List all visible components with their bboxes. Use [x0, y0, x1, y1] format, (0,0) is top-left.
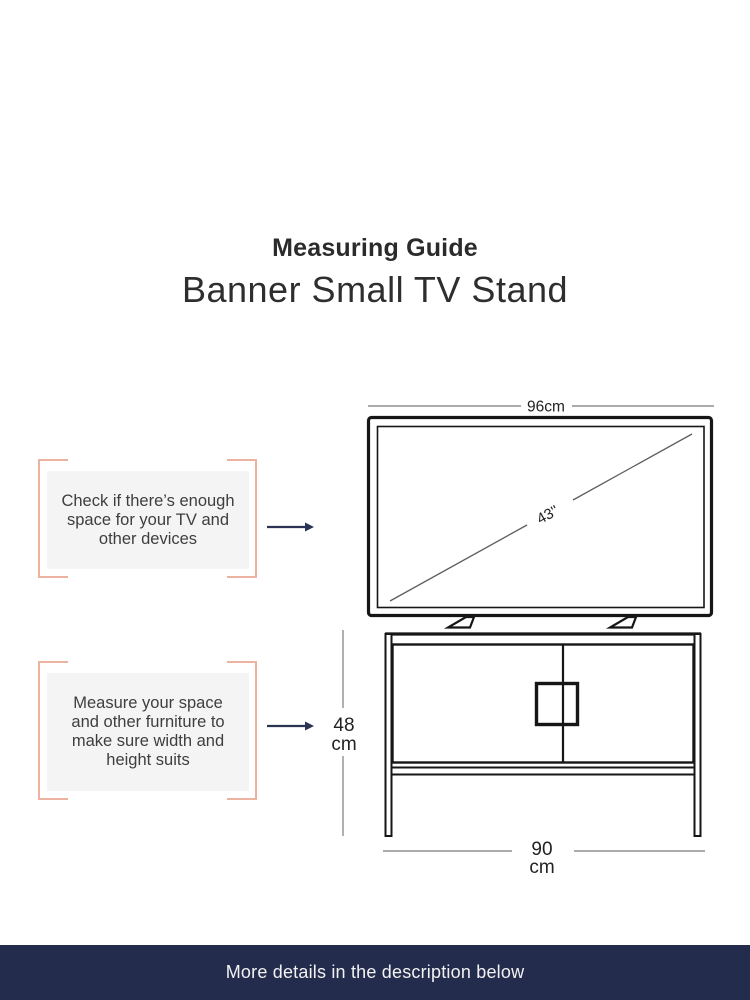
- stand-rail: [390, 766, 696, 776]
- cabinet-handle: [534, 681, 580, 727]
- footer-note: More details in the description below: [225, 962, 525, 982]
- tv-width-dimension: 96cm: [368, 399, 714, 416]
- callout-tv-space: Check if there’s enough space for your T…: [38, 459, 257, 578]
- callout-arrow-bottom: [267, 721, 314, 731]
- callout-text-line: height suits: [106, 751, 190, 769]
- tv-outline: 43'': [366, 415, 714, 629]
- footer-bar: More details in the description below: [0, 945, 750, 1000]
- stand-width-unit: cm: [529, 857, 554, 878]
- stand-leg-left: [384, 633, 393, 837]
- tv-diagonal-line: [389, 524, 528, 602]
- callout-text-line: Check if there’s enough: [61, 491, 235, 510]
- tv-foot-right: [605, 615, 638, 629]
- callout-text-line: other devices: [98, 529, 198, 548]
- page-title: Measuring Guide: [272, 234, 478, 262]
- callout-text-line: and other furniture to: [71, 713, 225, 731]
- callout-arrow-top: [267, 522, 314, 532]
- stand-height-unit: cm: [331, 734, 356, 755]
- tv-stand-outline: [384, 632, 702, 837]
- stand-leg-right: [693, 633, 702, 837]
- callout-text-line: make sure width and: [71, 732, 225, 750]
- page-subtitle: Banner Small TV Stand: [181, 269, 569, 310]
- stand-width-dimension: 90 cm: [383, 839, 705, 878]
- stand-height-dimension: 48 cm: [331, 630, 357, 836]
- cabinet-outline: [391, 643, 695, 764]
- callout-measure-space: Measure your space and other furniture t…: [38, 661, 257, 800]
- callout-tv-space-panel: Check if there’s enough space for your T…: [47, 471, 249, 569]
- stand-height-value: 48: [333, 715, 354, 736]
- callout-text-line: space for your TV and: [66, 510, 230, 529]
- callout-text-line: Measure your space: [73, 694, 223, 712]
- stand-width-value: 90: [531, 839, 552, 860]
- tv-foot-left: [443, 615, 476, 629]
- callout-measure-space-panel: Measure your space and other furniture t…: [47, 673, 249, 791]
- tv-diagonal-line: [572, 433, 693, 501]
- tv-width-label: 96cm: [527, 399, 565, 416]
